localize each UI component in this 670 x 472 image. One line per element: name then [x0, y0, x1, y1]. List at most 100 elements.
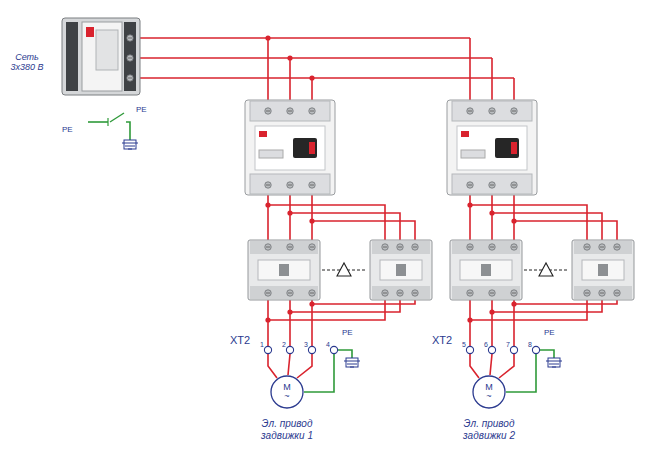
- terminal-screw: [511, 108, 517, 114]
- ground-symbol: [346, 358, 358, 367]
- contactor: [250, 241, 318, 254]
- ground-symbol: [128, 149, 132, 150]
- terminal-screw: [489, 290, 495, 296]
- terminal-screw: [382, 244, 388, 250]
- motor-breaker-button: [309, 142, 315, 154]
- motor-breaker: [250, 174, 330, 194]
- terminal-screw: [266, 185, 270, 186]
- contactor: [250, 286, 318, 299]
- terminal-screw: [512, 111, 516, 112]
- terminal-screw: [127, 75, 133, 81]
- motor-breaker: [452, 101, 532, 121]
- terminal: [532, 346, 539, 353]
- contactor-window: [380, 260, 422, 280]
- pin-number: 5: [462, 341, 466, 349]
- motor-lead: [470, 354, 479, 378]
- ground-symbol: [344, 361, 360, 362]
- terminal-screw: [397, 244, 403, 250]
- contactor-armature: [396, 264, 406, 276]
- terminal-screw: [127, 55, 133, 61]
- pe-wire: [107, 118, 108, 126]
- terminal-screw: [266, 247, 270, 248]
- ground-symbol: [548, 358, 560, 367]
- pe-wire: [304, 354, 334, 392]
- terminal-screw: [490, 293, 494, 294]
- junction-dot: [309, 301, 314, 306]
- motor-current-sign: ~: [270, 392, 304, 401]
- reverse-wire: [268, 300, 385, 320]
- terminal-screw: [265, 182, 271, 188]
- terminal-screw: [412, 244, 418, 250]
- terminal: [466, 346, 473, 353]
- motor-lead: [297, 354, 312, 378]
- motor-breaker-logo: [259, 131, 267, 137]
- ground-symbol: [347, 364, 357, 365]
- junction-dot: [309, 75, 314, 80]
- junction-dot: [489, 210, 494, 215]
- motor-circle: [473, 376, 505, 408]
- terminal-screw: [512, 185, 516, 186]
- junction-dot: [309, 218, 314, 223]
- terminal: [330, 346, 337, 353]
- phase-drop: [491, 58, 493, 100]
- terminal-block-label: XT2: [230, 334, 250, 347]
- phase-wire: [513, 300, 515, 346]
- ground-symbol: [552, 367, 556, 368]
- junction-dot: [511, 218, 516, 223]
- motor-breaker: [245, 100, 335, 195]
- terminal-screw: [467, 108, 473, 114]
- pin-number: 4: [326, 341, 330, 349]
- terminal-screw: [128, 38, 132, 39]
- motor-circle: [271, 376, 303, 408]
- terminal-screw: [397, 290, 403, 296]
- terminal-screw: [288, 111, 292, 112]
- phase-drop: [289, 58, 291, 100]
- phase-wire: [268, 205, 385, 240]
- terminal: [308, 346, 315, 353]
- terminal-screw: [600, 247, 604, 248]
- contactor-armature: [481, 264, 491, 276]
- phase-wire: [267, 195, 269, 240]
- junction-dot: [489, 309, 494, 314]
- pe-wire: [88, 121, 108, 123]
- terminal: [286, 346, 293, 353]
- motor-breaker: [250, 101, 330, 121]
- terminal-screw: [265, 244, 271, 250]
- terminal-screw: [584, 290, 590, 296]
- motor-caption: Эл. привод задвижки 1: [247, 418, 327, 441]
- motor-breaker: [452, 174, 532, 194]
- motor-breaker-dial: [259, 150, 283, 158]
- ground-symbol: [124, 140, 136, 149]
- terminal-screw: [599, 290, 605, 296]
- interlock-symbol: [539, 263, 553, 276]
- terminal-screw: [490, 185, 494, 186]
- terminal-screw: [398, 293, 402, 294]
- phase-wire: [469, 195, 471, 240]
- motor-breaker-knob: [495, 138, 519, 158]
- terminal-screw: [615, 293, 619, 294]
- terminal-screw: [511, 290, 517, 296]
- pin-number: 8: [528, 341, 532, 349]
- terminal: [264, 346, 271, 353]
- terminal-screw: [512, 293, 516, 294]
- terminal-screw: [127, 35, 133, 41]
- motor-lead: [499, 354, 514, 378]
- pe-label: PE: [136, 105, 147, 114]
- contactor: [452, 286, 520, 299]
- terminal-screw: [468, 185, 472, 186]
- motor-lead: [490, 354, 492, 375]
- reverse-wire: [514, 300, 617, 304]
- pe-wire: [540, 350, 554, 358]
- terminal-screw: [398, 247, 402, 248]
- phase-wire: [311, 195, 313, 240]
- motor-symbol: M~: [270, 375, 304, 409]
- terminal-screw: [584, 244, 590, 250]
- motor-text: M~: [270, 383, 304, 401]
- phase-bus: [140, 37, 470, 39]
- junction-dot: [467, 317, 472, 322]
- terminal-screw: [490, 247, 494, 248]
- ground-symbol: [122, 143, 138, 144]
- motor-lead: [268, 354, 277, 378]
- terminal-screw: [288, 185, 292, 186]
- phase-bus: [140, 77, 514, 79]
